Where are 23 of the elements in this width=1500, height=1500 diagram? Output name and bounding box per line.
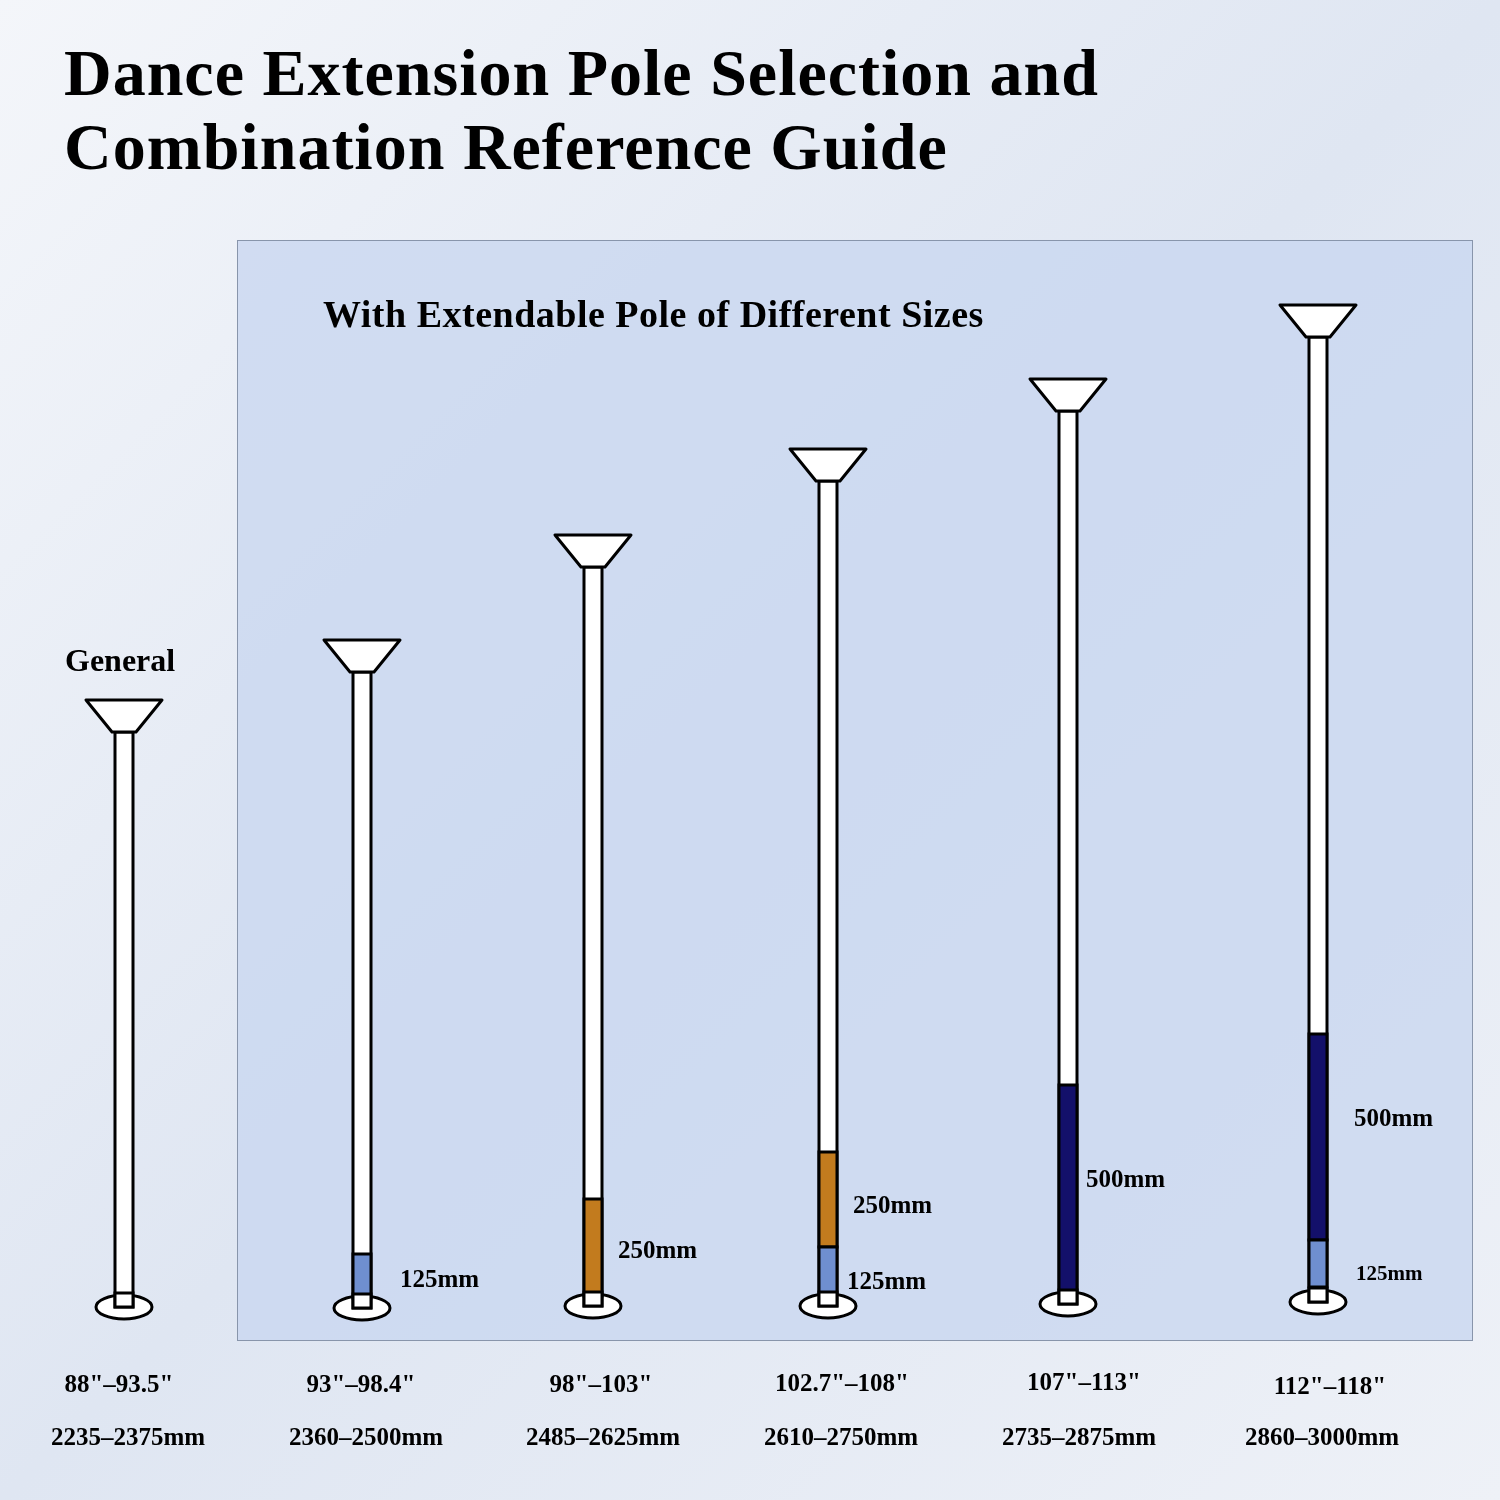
panel bbox=[237, 240, 1473, 1341]
dimension-label: 500mm bbox=[1354, 1104, 1434, 1130]
height-range-label: 88"–93.5" bbox=[64, 1370, 174, 1396]
dimension-label: 250mm bbox=[853, 1191, 933, 1217]
height-range-label: 107"–113" bbox=[1027, 1368, 1141, 1394]
height-range-label: 2610–2750mm bbox=[763, 1423, 919, 1449]
panel-heading: With Extendable Pole of Different Sizes bbox=[323, 292, 984, 337]
height-range-label: 2235–2375mm bbox=[50, 1423, 206, 1449]
height-range-label: 2485–2625mm bbox=[525, 1423, 681, 1449]
title: Dance Extension Pole Selection and Combination Reference Guide bbox=[64, 36, 1100, 184]
category-label: General bbox=[65, 644, 176, 676]
height-range-label: 2860–3000mm bbox=[1244, 1423, 1400, 1449]
height-range-label: 2735–2875mm bbox=[1001, 1423, 1157, 1449]
dimension-label: 500mm bbox=[1086, 1165, 1166, 1191]
dimension-label: 125mm bbox=[400, 1265, 480, 1291]
height-range-label: 2360–2500mm bbox=[288, 1423, 444, 1449]
dimension-label: 250mm bbox=[618, 1236, 698, 1262]
height-range-label: 93"–98.4" bbox=[306, 1370, 416, 1396]
height-range-label: 102.7"–108" bbox=[775, 1369, 909, 1395]
dimension-label: 125mm bbox=[847, 1267, 927, 1293]
height-range-label: 112"–118" bbox=[1273, 1372, 1387, 1398]
height-range-label: 98"–103" bbox=[549, 1370, 653, 1396]
dimension-label: 125mm bbox=[1356, 1262, 1423, 1284]
